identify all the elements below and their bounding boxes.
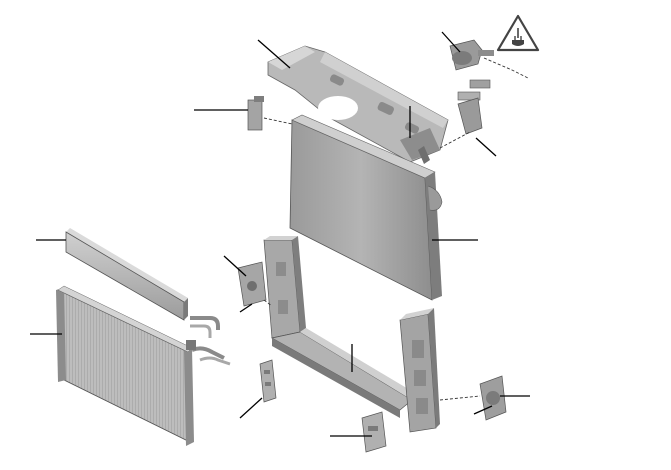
assembly-guide-lines (263, 57, 529, 401)
lower-left-clip (259, 359, 277, 403)
electric-fan-motor (449, 39, 494, 71)
radiator-frame (263, 236, 440, 433)
callout-leader-side-bolt (239, 303, 253, 313)
callout-leader-bracket-right (475, 137, 497, 157)
lower-center-clip (361, 411, 387, 453)
callout-leader-upper-carrier (257, 39, 291, 69)
callout-leaders (30, 31, 530, 437)
callout-leader-side-bracket (223, 255, 247, 277)
upper-carrier-bracket (267, 45, 449, 163)
lower-right-cover (479, 375, 507, 421)
mounting-bracket-right (457, 79, 491, 135)
main-radiator (289, 114, 443, 301)
lower-cooler (56, 285, 231, 446)
upper-left-clip (247, 96, 264, 131)
callout-leader-fan-motor (441, 31, 461, 53)
callout-leader-lower-left-clip (239, 397, 263, 419)
upper-cooler (65, 228, 188, 321)
left-side-bracket (237, 261, 267, 307)
electrical-plug-warning-icon (496, 14, 540, 52)
callout-leader-lower-right-bolt (473, 405, 493, 415)
